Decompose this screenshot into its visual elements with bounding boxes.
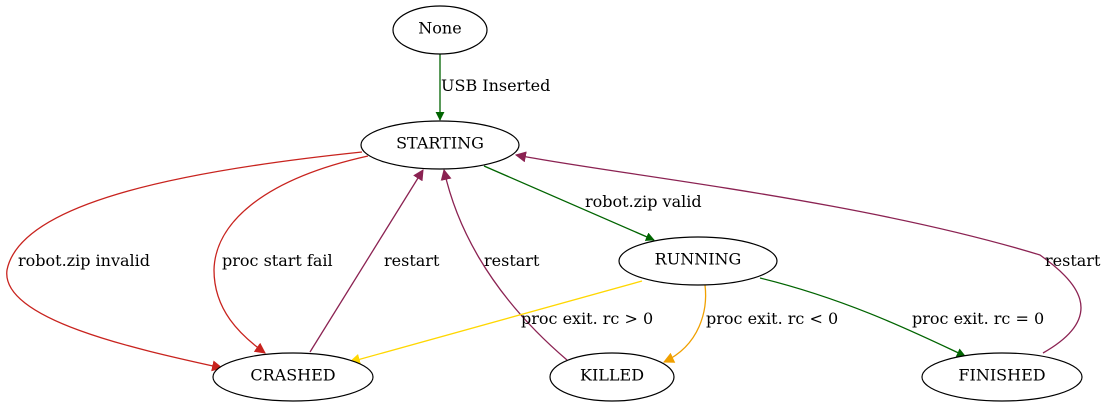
node-crashed: CRASHED <box>212 352 374 402</box>
node-finished: FINISHED <box>921 352 1083 402</box>
edge-label-restart-crashed: restart <box>384 251 440 270</box>
edge-starting-to-running <box>483 165 655 241</box>
node-starting: STARTING <box>360 120 520 170</box>
edge-label-robot-zip-valid: robot.zip valid <box>585 192 702 211</box>
edge-label-restart-finished: restart <box>1045 251 1101 270</box>
edge-label-rc-equal-zero: proc exit. rc = 0 <box>912 309 1044 328</box>
node-crashed-label: CRASHED <box>250 366 335 385</box>
edge-label-usb-inserted: USB Inserted <box>441 76 550 95</box>
edge-running-to-finished <box>759 277 966 357</box>
edge-running-to-killed <box>663 284 707 363</box>
node-none: None <box>392 5 488 55</box>
edge-killed-to-starting <box>440 168 568 361</box>
edge-label-restart-killed: restart <box>484 251 540 270</box>
edge-label-robot-zip-invalid: robot.zip invalid <box>18 251 150 270</box>
edge-label-proc-start-fail: proc start fail <box>222 251 333 270</box>
edge-crashed-to-starting <box>309 169 424 353</box>
edge-starting-to-crashed-invalid <box>6 151 363 372</box>
edge-finished-to-starting <box>514 151 1082 354</box>
node-running-label: RUNNING <box>655 250 742 269</box>
node-none-label: None <box>418 19 461 38</box>
node-killed-label: KILLED <box>580 366 644 385</box>
node-running: RUNNING <box>618 236 778 286</box>
edge-label-rc-greater-than-zero: proc exit. rc > 0 <box>521 309 653 328</box>
node-starting-label: STARTING <box>396 134 484 153</box>
node-killed: KILLED <box>549 352 675 402</box>
node-finished-label: FINISHED <box>958 366 1045 385</box>
edge-label-rc-less-than-zero: proc exit. rc < 0 <box>706 309 838 328</box>
edge-running-to-crashed <box>348 280 643 365</box>
edge-starting-to-crashed-start-fail <box>213 155 369 354</box>
